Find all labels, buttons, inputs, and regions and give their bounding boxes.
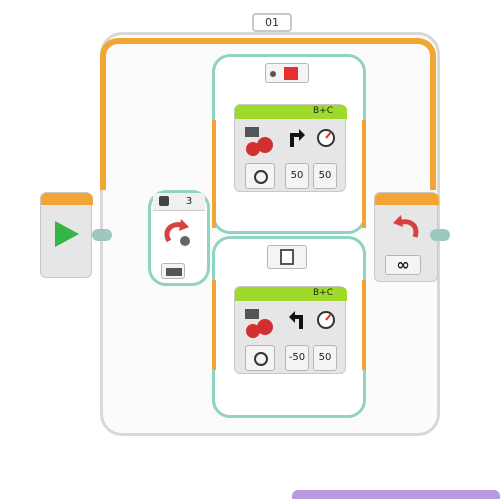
- loop-icon: [393, 215, 419, 238]
- loop-sequence-wire: [100, 38, 436, 190]
- move-steering-block-2[interactable]: B+C -50 50: [234, 286, 347, 374]
- power-gauge-icon: [317, 311, 335, 329]
- loop-end-header: [375, 193, 439, 205]
- steering-motor-icon: [245, 127, 273, 156]
- move-steering-block-1[interactable]: B+C 50 50: [234, 104, 347, 192]
- switch-mode-button[interactable]: [161, 263, 185, 279]
- case-1-wire-right: [362, 120, 366, 228]
- move-block-1-power[interactable]: 50: [313, 163, 337, 189]
- turn-right-icon: [290, 129, 305, 147]
- switch-value[interactable]: 3: [185, 196, 193, 207]
- turn-left-icon: [289, 311, 303, 329]
- power-gauge-icon: [317, 129, 335, 147]
- move-block-2-steering[interactable]: -50: [285, 345, 309, 371]
- switch-block[interactable]: 3: [148, 190, 210, 286]
- start-output-plug[interactable]: [92, 229, 112, 241]
- loop-output-plug[interactable]: [430, 229, 450, 241]
- loop-count-button[interactable]: ∞: [385, 255, 421, 275]
- case-2-wire-left: [212, 280, 216, 370]
- switch-icon: [164, 219, 190, 246]
- steering-motor-icon: [245, 309, 273, 338]
- move-block-1-ports[interactable]: B+C: [313, 106, 333, 116]
- switch-mode-icon: [166, 268, 182, 276]
- white-color-icon: [280, 249, 294, 265]
- move-block-1-header: B+C: [235, 105, 347, 119]
- start-block-header: [41, 193, 93, 205]
- next-button-partial[interactable]: [292, 490, 500, 499]
- on-mode-icon: [254, 352, 268, 366]
- move-block-2-ports[interactable]: B+C: [313, 288, 333, 298]
- switch-value-header: 3: [153, 193, 205, 211]
- case-2-selector[interactable]: [267, 245, 307, 269]
- red-color-icon: [284, 67, 298, 80]
- move-block-2-mode-button[interactable]: [245, 345, 275, 371]
- case-1-wire-left: [212, 120, 216, 228]
- sensor-port-icon: [159, 196, 169, 206]
- loop-name-label[interactable]: 01: [252, 13, 292, 32]
- move-block-2-header: B+C: [235, 287, 347, 301]
- start-block[interactable]: [40, 192, 93, 278]
- on-mode-icon: [254, 170, 268, 184]
- case-1-selector[interactable]: [265, 63, 309, 83]
- case-2-wire-right: [362, 280, 366, 370]
- default-case-dot: [270, 71, 276, 77]
- loop-end-block[interactable]: ∞: [374, 192, 439, 282]
- play-icon: [55, 221, 79, 247]
- move-block-1-steering[interactable]: 50: [285, 163, 309, 189]
- move-block-1-mode-button[interactable]: [245, 163, 275, 189]
- move-block-2-power[interactable]: 50: [313, 345, 337, 371]
